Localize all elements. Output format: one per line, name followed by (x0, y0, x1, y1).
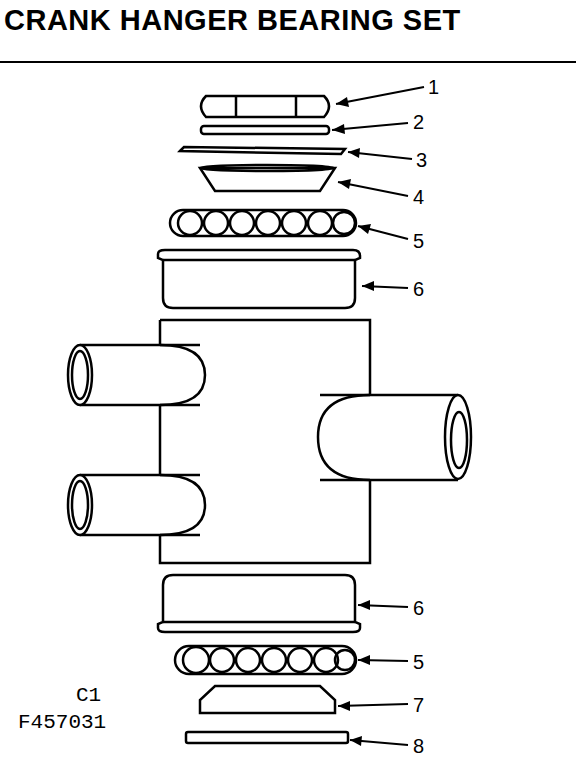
callout-number: 5 (413, 231, 424, 251)
callout-number: 5 (413, 652, 424, 672)
callout-number: 6 (413, 279, 424, 299)
diagram-title: CRANK HANGER BEARING SET (4, 6, 461, 35)
figure-code: C1 (76, 685, 101, 706)
callout-number: 4 (413, 187, 424, 207)
callout-number: 6 (413, 598, 424, 618)
callout-number: 3 (416, 150, 427, 170)
callout-number: 1 (428, 77, 439, 97)
callout-number: 2 (413, 112, 424, 132)
part-number: F457031 (18, 712, 106, 733)
callout-number: 7 (413, 695, 424, 715)
callout-number: 8 (413, 736, 424, 756)
